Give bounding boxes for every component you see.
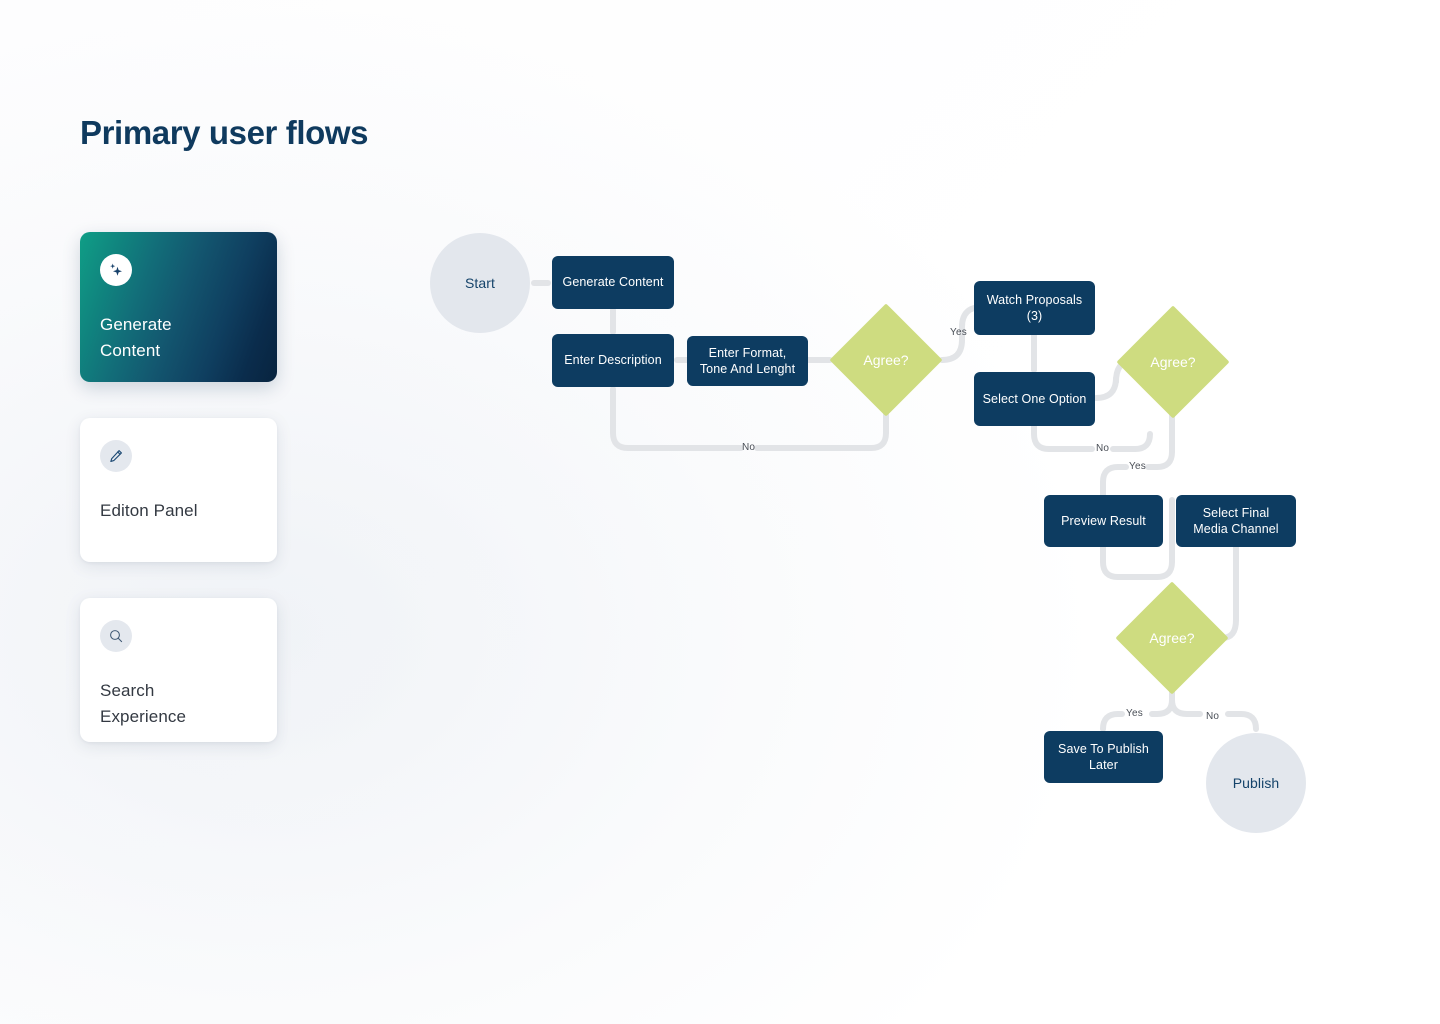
flow-node-label: Select One Option	[982, 391, 1087, 406]
flow-node-preview-result[interactable]: Preview Result	[1044, 495, 1163, 547]
sidebar-card-generate-content[interactable]: Generate Content	[80, 232, 277, 382]
flow-node-select-one-option[interactable]: Select One Option	[974, 372, 1095, 426]
edge-label-agree3-no: No	[1206, 711, 1220, 722]
sidebar-card-label: Search Experience	[100, 681, 187, 726]
flow-node-publish[interactable]: Publish	[1206, 733, 1306, 833]
flow-node-label: Enter Description	[564, 353, 662, 368]
flow-node-label: Save To Publish Later	[1058, 741, 1149, 773]
sparkle-icon	[100, 254, 132, 286]
flow-node-label: Watch Proposals (3)	[986, 292, 1083, 324]
flow-node-label: Enter Format, Tone And Lenght	[699, 345, 796, 377]
flow-node-label: Select Final Media Channel	[1193, 505, 1279, 537]
edge-label-agree1-no: No	[742, 442, 756, 453]
sidebar-card-search-experience[interactable]: Search Experience	[80, 598, 277, 742]
flow-node-generate-content[interactable]: Generate Content	[552, 256, 674, 309]
flow-node-enter-format-tone-and-lenght[interactable]: Enter Format, Tone And Lenght	[687, 336, 808, 386]
flow-node-save-to-publish-later[interactable]: Save To Publish Later	[1044, 731, 1163, 783]
page-title: Primary user flows	[80, 114, 369, 151]
flow-node-enter-description[interactable]: Enter Description	[552, 334, 674, 387]
edge-label-agree2-yes: Yes	[1129, 461, 1146, 472]
edge-label-agree1-yes: Yes	[950, 327, 967, 338]
pencil-icon	[100, 440, 132, 472]
flow-node-label: Preview Result	[1061, 513, 1146, 528]
flow-node-label: Generate Content	[562, 275, 664, 290]
flow-node-watch-proposals[interactable]: Watch Proposals (3)	[974, 281, 1095, 335]
search-icon	[100, 620, 132, 652]
flow-node-select-final-media-channel[interactable]: Select Final Media Channel	[1176, 495, 1296, 547]
flow-node-label: Publish	[1232, 775, 1280, 791]
edge-label-agree3-yes: Yes	[1126, 708, 1143, 719]
flow-node-start[interactable]: Start	[430, 233, 530, 333]
edge-label-select-option-no: No	[1096, 443, 1110, 454]
sidebar: Generate Content Editon Panel Search Exp…	[80, 232, 277, 778]
sidebar-card-editon-panel[interactable]: Editon Panel	[80, 418, 277, 562]
flow-node-label: Start	[464, 275, 496, 291]
sidebar-card-label: Editon Panel	[100, 501, 198, 520]
sidebar-card-label: Generate Content	[100, 315, 172, 360]
